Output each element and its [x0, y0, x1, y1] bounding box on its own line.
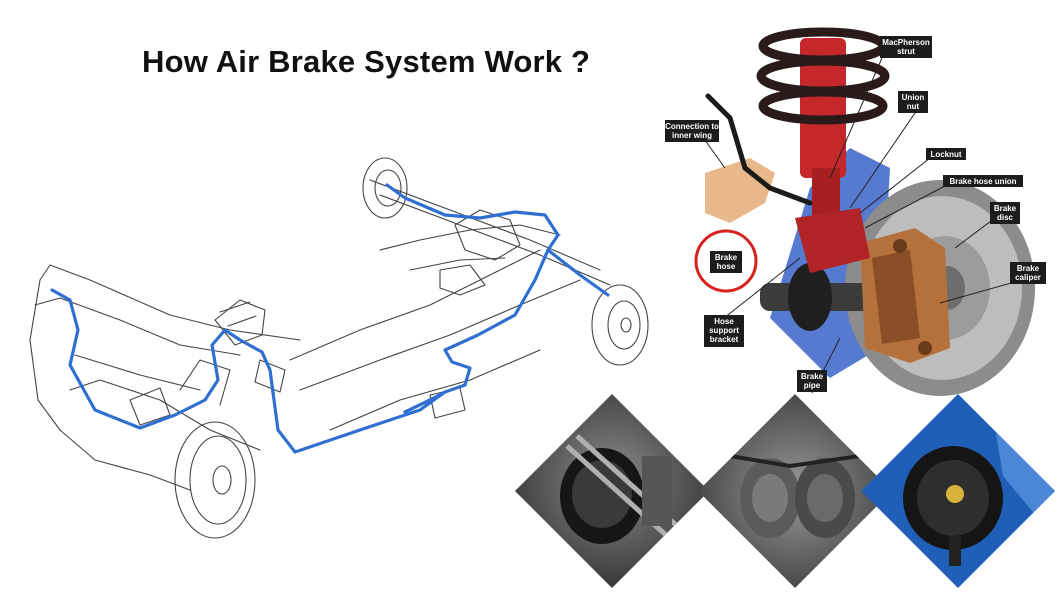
svg-text:Brake: Brake	[1017, 264, 1040, 273]
svg-text:Brake hose union: Brake hose union	[949, 177, 1016, 186]
svg-text:MacPherson: MacPherson	[882, 38, 930, 47]
brake-hose-graphic	[705, 93, 813, 206]
label-brake-hose: Brake hose	[710, 251, 742, 273]
label-hose-support-bracket: Hose support bracket	[704, 315, 744, 347]
macpherson-strut-graphic	[795, 38, 870, 273]
label-macpherson-strut: MacPherson strut	[880, 36, 932, 58]
svg-text:caliper: caliper	[1015, 273, 1041, 282]
svg-text:strut: strut	[897, 47, 915, 56]
svg-text:disc: disc	[997, 213, 1014, 222]
label-locknut: Locknut	[926, 148, 966, 160]
svg-text:Brake: Brake	[801, 372, 824, 381]
label-brake-caliper: Brake caliper	[1010, 262, 1046, 284]
svg-text:hose: hose	[717, 262, 736, 271]
chassis-brake-line-diagram	[29, 157, 649, 539]
brake-chamber-photo-2	[698, 394, 892, 588]
svg-text:Connection to: Connection to	[665, 122, 719, 131]
page-title: How Air Brake System Work ?	[142, 44, 591, 79]
svg-text:Hose: Hose	[714, 317, 734, 326]
brake-chamber-photo-3	[861, 394, 1055, 588]
svg-text:Brake: Brake	[994, 204, 1017, 213]
brake-caliper-graphic	[860, 228, 950, 363]
label-brake-disc: Brake disc	[990, 202, 1020, 224]
svg-text:nut: nut	[907, 102, 920, 111]
svg-text:Brake: Brake	[715, 253, 738, 262]
label-brake-hose-union: Brake hose union	[943, 175, 1023, 187]
label-brake-pipe: Brake pipe	[797, 370, 827, 392]
brake-chamber-photo-1	[515, 394, 709, 588]
label-union-nut: Union nut	[898, 91, 928, 113]
brake-corner-illustration: Connection to inner wing MacPherson stru…	[665, 27, 1046, 396]
svg-text:support: support	[709, 326, 739, 335]
svg-text:inner wing: inner wing	[672, 131, 712, 140]
label-connection-to-inner-wing: Connection to inner wing	[665, 120, 719, 142]
svg-text:Union: Union	[902, 93, 925, 102]
brake-line-network	[50, 183, 610, 454]
svg-text:Locknut: Locknut	[930, 150, 961, 159]
brake-hose-highlight-circle	[694, 229, 758, 293]
svg-text:pipe: pipe	[804, 381, 821, 390]
svg-text:bracket: bracket	[710, 335, 739, 344]
hand-graphic	[705, 158, 775, 223]
